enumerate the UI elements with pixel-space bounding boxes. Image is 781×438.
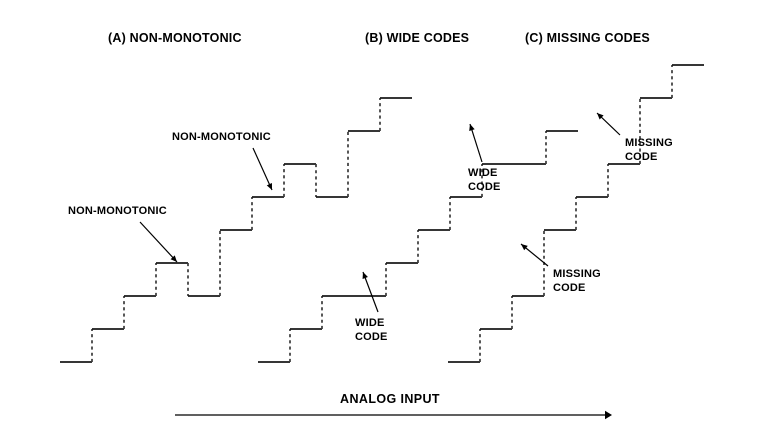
callout-non-monotonic-1-arrowhead-icon [170,255,177,262]
analog-input-axis: ANALOG INPUT [175,392,612,420]
callout-non-monotonic-1: NON-MONOTONIC [68,205,178,263]
callout-wide-code-1-arrowhead-icon [362,272,368,279]
panel-a: (A) NON-MONOTONIC [60,31,412,363]
callout-non-monotonic-2-label: NON-MONOTONIC [172,131,271,143]
panels-layer: (A) NON-MONOTONIC (B) WIDE CODES (C) MISSI… [60,31,704,363]
callout-wide-code-2-leader-line [469,123,483,163]
panel-c-title: (C) MISSING CODES [525,31,650,45]
callout-non-monotonic-1-leader-line [139,221,178,263]
analog-input-arrowhead-icon [605,410,612,420]
panel-b: (B) WIDE CODES [258,31,578,363]
callout-missing-code-1-arrowhead-icon [521,244,528,251]
panel-c: (C) MISSING CODES [448,31,704,363]
callout-wide-code-2-arrowhead-icon [469,124,475,131]
callout-non-monotonic-2: NON-MONOTONIC [172,131,273,191]
callout-non-monotonic-1-label: NON-MONOTONIC [68,205,167,217]
analog-input-label: ANALOG INPUT [340,392,440,406]
callout-non-monotonic-2-leader-line [252,147,273,191]
callout-wide-code-1-leader-line [362,271,379,313]
panel-a-title: (A) NON-MONOTONIC [108,31,242,45]
panel-b-title: (B) WIDE CODES [365,31,469,45]
callout-missing-code-2-arrowhead-icon [597,113,604,120]
callout-non-monotonic-2-arrowhead-icon [266,183,272,190]
